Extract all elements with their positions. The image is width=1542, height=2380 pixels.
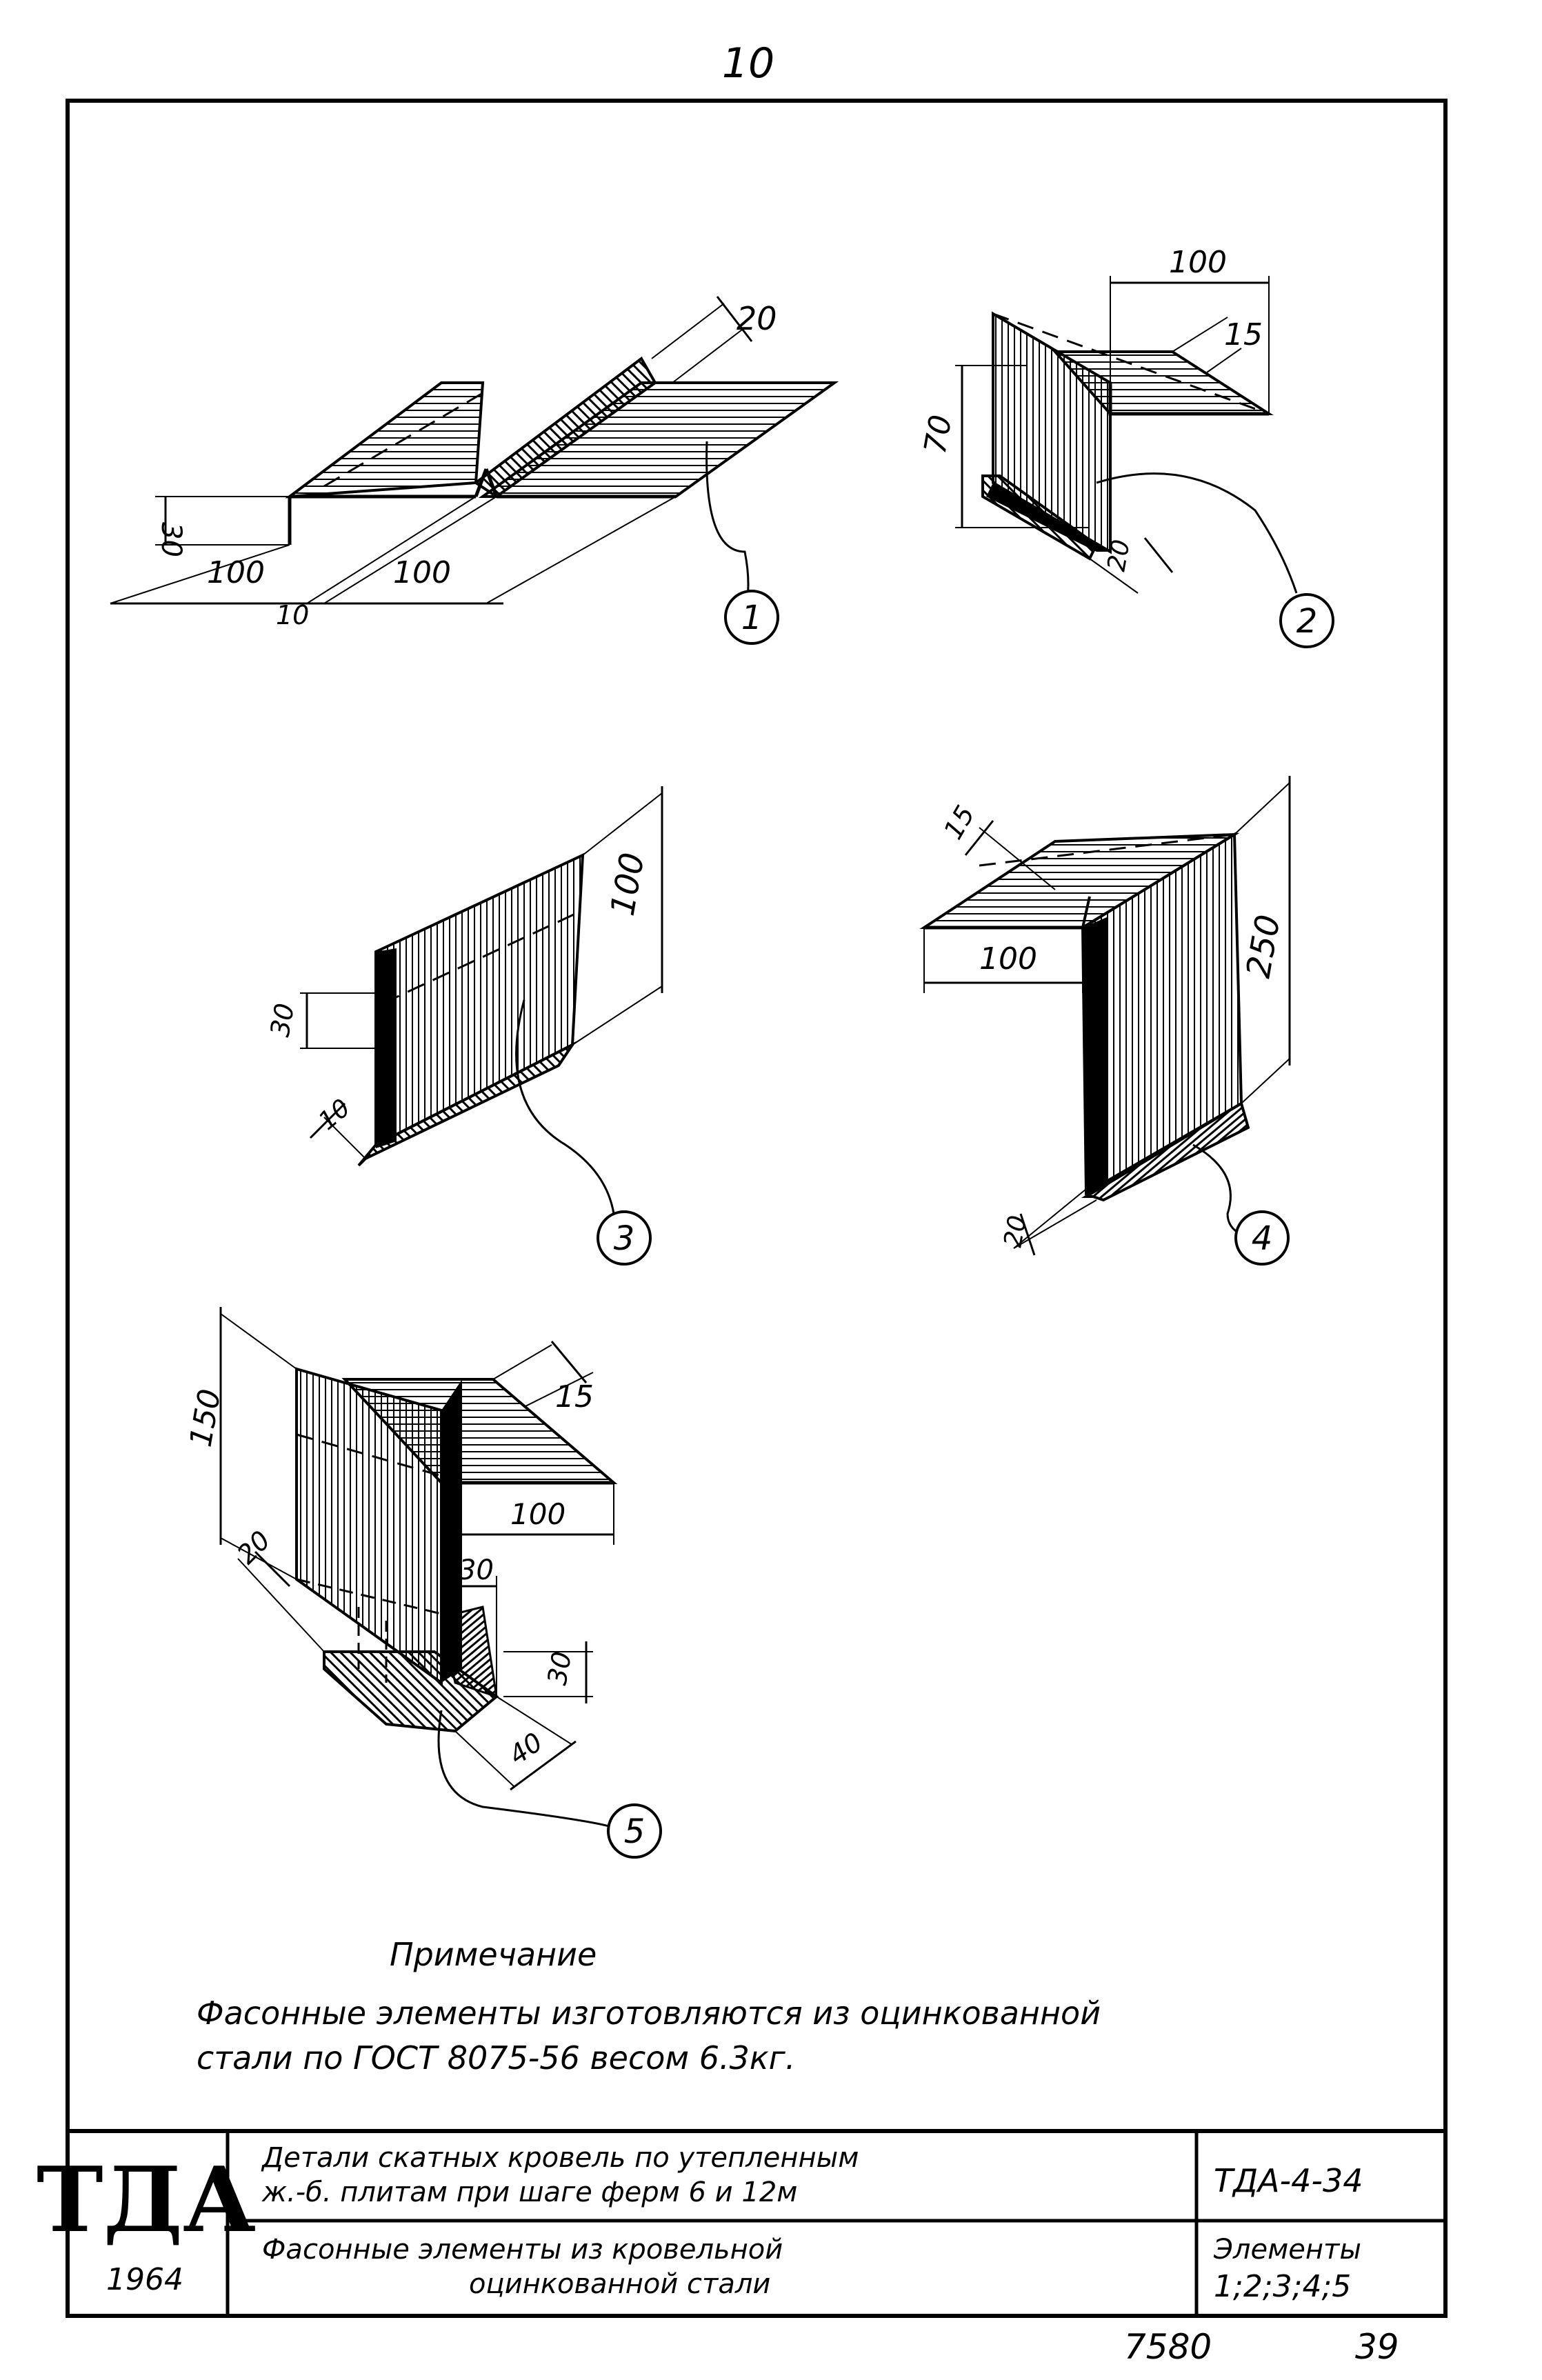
element-5-dim-30b: 30 [542, 1649, 578, 1687]
element-5-dim-20: 20 [231, 1525, 276, 1570]
note-line-2: стали по ГОСТ 8075-56 весом 6.3кг. [197, 2039, 795, 2077]
sheet-top-number: 10 [722, 39, 774, 88]
element-2-dim-15: 15 [1224, 317, 1263, 352]
element-4-drawing: 4 15 100 250 20 [919, 776, 1291, 1266]
element-2-dim-70: 70 [918, 412, 959, 457]
element-2-dim-100: 100 [1169, 245, 1227, 280]
title-block [68, 2129, 1445, 2316]
element-1-dim-20: 20 [737, 300, 777, 337]
title-block-subtitle-line-2: оцинкованной стали [469, 2268, 770, 2300]
element-2-number: 2 [1296, 602, 1318, 641]
element-4-dim-20: 20 [999, 1213, 1032, 1249]
sheet-frame [66, 99, 1448, 2318]
sheet-page-number: 39 [1355, 2327, 1399, 2367]
title-block-elements-list: 1;2;3;4;5 [1214, 2269, 1351, 2304]
element-3-drawing: 3 100 30 10 [265, 786, 663, 1266]
element-2-drawing: 2 100 15 70 20 [918, 245, 1334, 648]
element-4-dim-250: 250 [1239, 912, 1288, 981]
element-4-dim-100: 100 [979, 941, 1037, 977]
element-1-dim-100b: 100 [393, 555, 451, 590]
element-5-number: 5 [624, 1812, 645, 1851]
element-1-dim-100a: 100 [207, 555, 265, 590]
element-2-dim-20: 20 [1102, 537, 1135, 573]
element-5-drawing: 5 150 15 100 20 30 30 40 [183, 1307, 662, 1859]
element-1-dim-30: 30 [155, 522, 187, 557]
element-3-dim-30: 30 [265, 1001, 301, 1039]
element-1-number: 1 [741, 599, 763, 637]
title-block-year: 1964 [106, 2262, 183, 2297]
title-block-subtitle-line-1: Фасонные элементы из кровельной [262, 2234, 783, 2266]
element-5-dim-100: 100 [510, 1497, 565, 1531]
title-block-code: ТДА-4-34 [1214, 2162, 1363, 2199]
title-block-title-line-2: ж.-б. плитам при шаге ферм 6 и 12м [261, 2177, 797, 2208]
note-heading: Примечание [390, 1936, 597, 1973]
element-4-dim-15: 15 [938, 801, 981, 845]
element-4-number: 4 [1252, 1219, 1273, 1258]
element-5-dim-15: 15 [555, 1379, 594, 1414]
note-line-1: Фасонные элементы изготовляются из оцинк… [197, 1994, 1101, 2032]
element-3-dim-100: 100 [603, 850, 652, 919]
element-3-number: 3 [614, 1219, 635, 1258]
element-5-dim-30a: 30 [459, 1554, 494, 1586]
sheet-bottom-code: 7580 [1124, 2327, 1212, 2367]
title-block-elements-label: Элементы [1213, 2234, 1361, 2266]
element-1-drawing: 1 20 30 100 10 100 [110, 296, 839, 645]
title-block-logo: ТДА [37, 2147, 256, 2252]
title-block-title-line-1: Детали скатных кровель по утепленным [261, 2142, 859, 2174]
element-5-dim-40: 40 [503, 1727, 548, 1771]
element-1-dim-10: 10 [276, 600, 309, 630]
